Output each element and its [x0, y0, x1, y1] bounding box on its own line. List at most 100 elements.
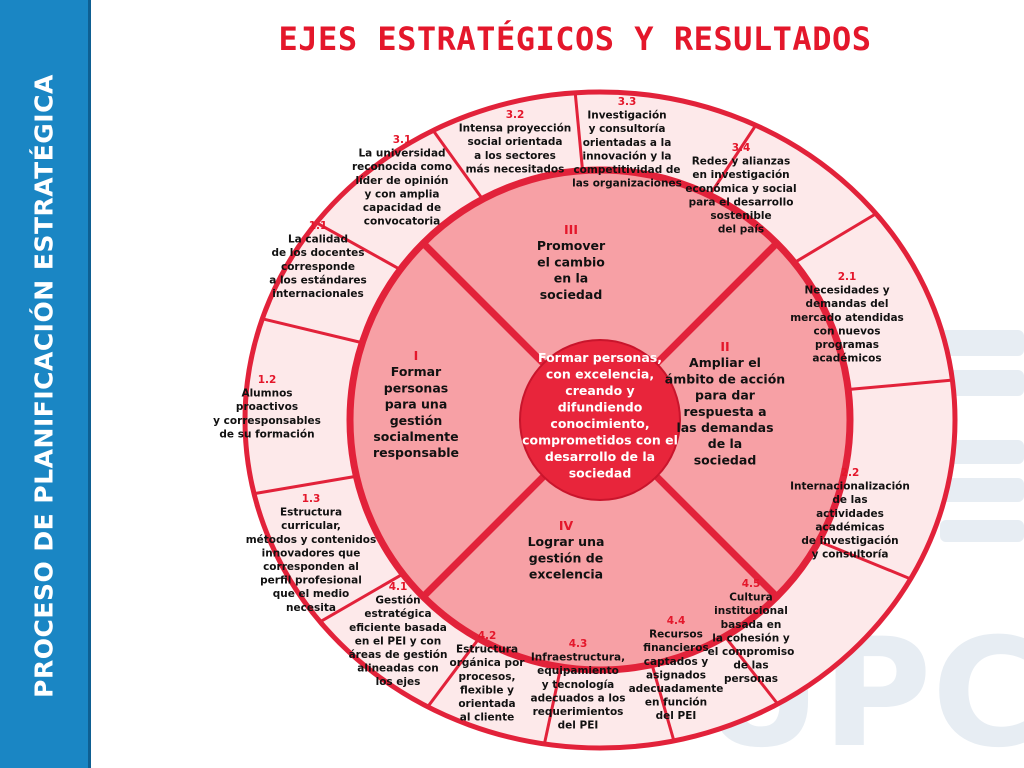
result-4-1-number: 4.1	[389, 581, 408, 593]
result-1-3-text-line: que el medio	[273, 588, 350, 600]
result-1-3-text-line: métodos y contenidos	[246, 534, 377, 546]
outer-divider	[573, 94, 585, 171]
result-4-4-text-line: captados y	[644, 656, 709, 668]
axis-I-text-line: socialmente	[373, 429, 458, 444]
result-4-1-text-line: áreas de gestión	[349, 649, 448, 661]
axis-divider	[654, 474, 780, 600]
result-4-2-text-line: flexible y	[460, 684, 514, 696]
result-4-5-text-line: personas	[724, 673, 778, 685]
page-title: EJES ESTRATÉGICOS Y RESULTADOS	[278, 20, 872, 58]
core-circle	[519, 339, 681, 501]
result-3-4-text-line: económica y social	[685, 183, 796, 195]
axis-I-text-line: gestión	[390, 413, 443, 428]
center-statement-text-line: Formar personas,	[538, 350, 662, 365]
result-1-3-text-line: Estructura	[280, 507, 342, 519]
result-4-1-text-line: alineadas con	[357, 663, 438, 675]
result-4-3-text-line: y tecnología	[542, 679, 615, 691]
result-3-1-text-line: capacidad de	[363, 202, 441, 214]
result-1-3-text-line: corresponden al	[263, 561, 359, 573]
result-4-2-text-line: Estructura	[456, 644, 518, 656]
axis-I-text-line: responsable	[373, 445, 459, 460]
center-statement: Formar personas, con excelencia,creando y…	[522, 350, 678, 481]
result-4-1-text-line: eficiente basada	[349, 622, 447, 634]
center-statement-text-line: creando y	[565, 383, 634, 398]
result-2-1-text-line: con nuevos	[814, 325, 881, 337]
result-4-5-text-line: la cohesión y	[712, 632, 790, 644]
result-1-2-text-line: de su formación	[219, 428, 314, 440]
axis-IV-text-line: gestión de	[529, 550, 603, 565]
axis-II-text-line: para dar	[695, 388, 756, 403]
result-1-3-text-line: perfil profesional	[260, 575, 362, 587]
result-3-3-text-line: Investigación	[587, 110, 666, 122]
result-4-1-text-line: en el PEI y con	[355, 635, 441, 647]
outer-divider	[255, 474, 357, 495]
sidebar: PROCESO DE PLANIFICACIÓN ESTRATÉGICA	[0, 0, 91, 768]
axis-divider	[420, 240, 546, 366]
axis-divider	[654, 240, 780, 366]
result-4-1-text-line: estratégica	[364, 608, 431, 620]
result-1-3-text-line: curricular,	[281, 520, 341, 532]
result-2-2-text-line: de investigación	[801, 535, 898, 547]
outer-divider	[427, 637, 480, 707]
result-4-4-text-line: asignados	[646, 669, 706, 681]
outer-divider	[650, 664, 675, 740]
outer-divider	[848, 378, 951, 392]
result-4-3-text-line: requerimientos	[533, 706, 624, 718]
axis-II-text-line: ámbito de acción	[665, 371, 785, 386]
result-1-1-text-line: internacionales	[272, 288, 364, 300]
result-1-1-text-line: corresponde	[281, 261, 355, 273]
outer-divider	[263, 317, 363, 345]
result-4-2-text-line: orgánica por	[450, 657, 526, 669]
result-2-1-number: 2.1	[838, 271, 857, 283]
axis-II-text-line: Ampliar el	[689, 355, 761, 370]
result-4-3-text-line: adecuados a los	[531, 692, 626, 704]
result-1-1-number: 1.1	[309, 220, 328, 232]
result-3-4-text-line: para el desarrollo	[689, 196, 794, 208]
result-1-1-text-line: La calidad	[288, 234, 348, 246]
axis-III-text-line: el cambio	[537, 254, 605, 269]
axis-I-text-line: Formar	[391, 364, 442, 379]
result-4-5-number: 4.5	[742, 578, 761, 590]
wheel-shapes	[242, 89, 958, 751]
axis-I-text-line: para una	[385, 397, 448, 412]
result-3-3-text-line: innovación y la	[582, 150, 671, 162]
axis-II-text-line: respuesta a	[683, 404, 766, 419]
center-statement-text-line: comprometidos con el	[522, 433, 678, 448]
result-4-5-text-line: de las	[733, 660, 768, 672]
axis-IV-text-line: excelencia	[529, 567, 603, 582]
result-4-3-text-line: equipamiento	[537, 665, 619, 677]
axis-III-number: III	[564, 222, 578, 237]
outer-divider	[317, 222, 402, 271]
result-2-1-text-line: académicos	[812, 353, 881, 365]
result-3-4-text-line: del país	[718, 224, 764, 236]
center-statement-text-line: con excelencia,	[546, 367, 654, 382]
result-3-2-text-line: más necesitados	[466, 163, 565, 175]
result-2-2-number: 2.2	[841, 467, 860, 479]
axis-II-text-line: de la	[708, 436, 743, 451]
result-3-2-number: 3.2	[506, 109, 525, 121]
result-3-1-text-line: reconocida como	[352, 161, 452, 173]
result-3-2-text-line: social orientada	[468, 136, 563, 148]
result-4-4-text-line: Recursos	[649, 629, 703, 641]
result-4-2-text-line: al cliente	[460, 712, 515, 724]
result-4-5-text-line: basada en	[721, 619, 782, 631]
result-4-1-text-line: Gestión	[375, 595, 420, 607]
result-3-2-text-line: a los sectores	[474, 150, 556, 162]
result-2-1-text-line: programas	[815, 339, 879, 351]
result-3-4-text-line: en investigación	[692, 169, 789, 181]
result-3-3-text-line: competitividad de	[573, 164, 680, 176]
axis-II-number: II	[720, 339, 729, 354]
axis-III-text-line: Promover	[537, 238, 606, 253]
result-3-3-text-line: las organizaciones	[572, 178, 682, 190]
result-3-4-text-line: sostenible	[710, 210, 771, 222]
center-statement-text-line: sociedad	[569, 466, 632, 481]
result-3-4-number: 3.4	[732, 142, 751, 154]
center-statement-text-line: desarrollo de la	[545, 449, 655, 464]
